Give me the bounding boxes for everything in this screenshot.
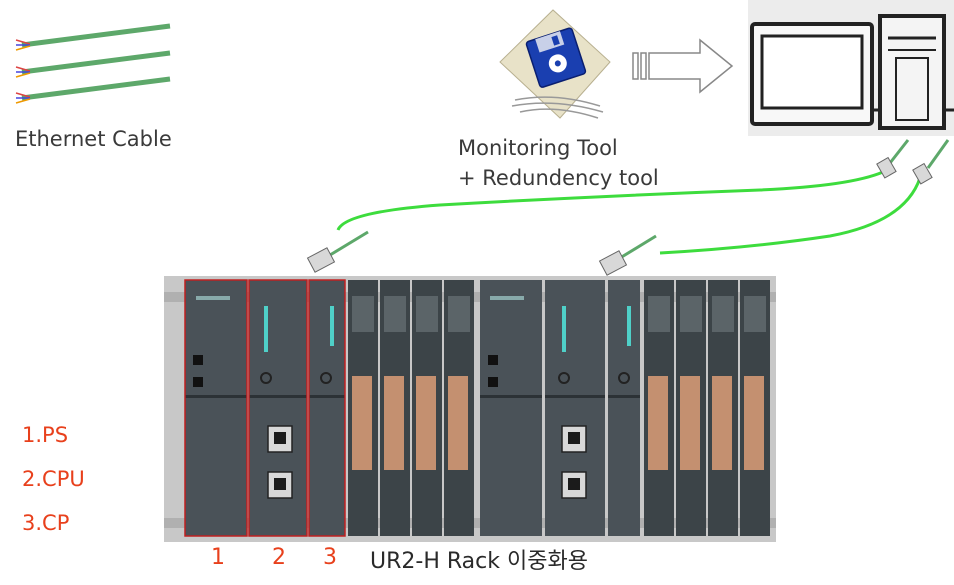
rj45-connector-icon	[876, 139, 950, 185]
monitoring-tool-label: Monitoring Tool	[458, 136, 618, 160]
rj45-connector-icon	[598, 234, 657, 276]
pc-computer-icon	[748, 0, 954, 136]
redundancy-tool-label: + Redundency tool	[458, 166, 659, 190]
slot-number-2: 2	[272, 545, 286, 570]
legend-item-cp: 3.CP	[22, 511, 70, 535]
slot-number-1: 1	[211, 545, 225, 570]
arrow-right-icon	[632, 38, 734, 94]
slot-number-3: 3	[323, 545, 337, 570]
floppy-disk-icon	[499, 9, 611, 119]
legend-item-ps: 1.PS	[22, 423, 69, 447]
ethernet-cable-label: Ethernet Cable	[15, 127, 172, 151]
rack-caption: UR2-H Rack 이중화용	[370, 549, 588, 574]
ethernet-cable-icon	[15, 23, 171, 104]
rj45-connector-icon	[306, 230, 369, 273]
legend-item-cpu: 2.CPU	[22, 467, 85, 491]
sync-module-icon	[267, 425, 587, 499]
plc-rack-icon	[164, 276, 776, 542]
